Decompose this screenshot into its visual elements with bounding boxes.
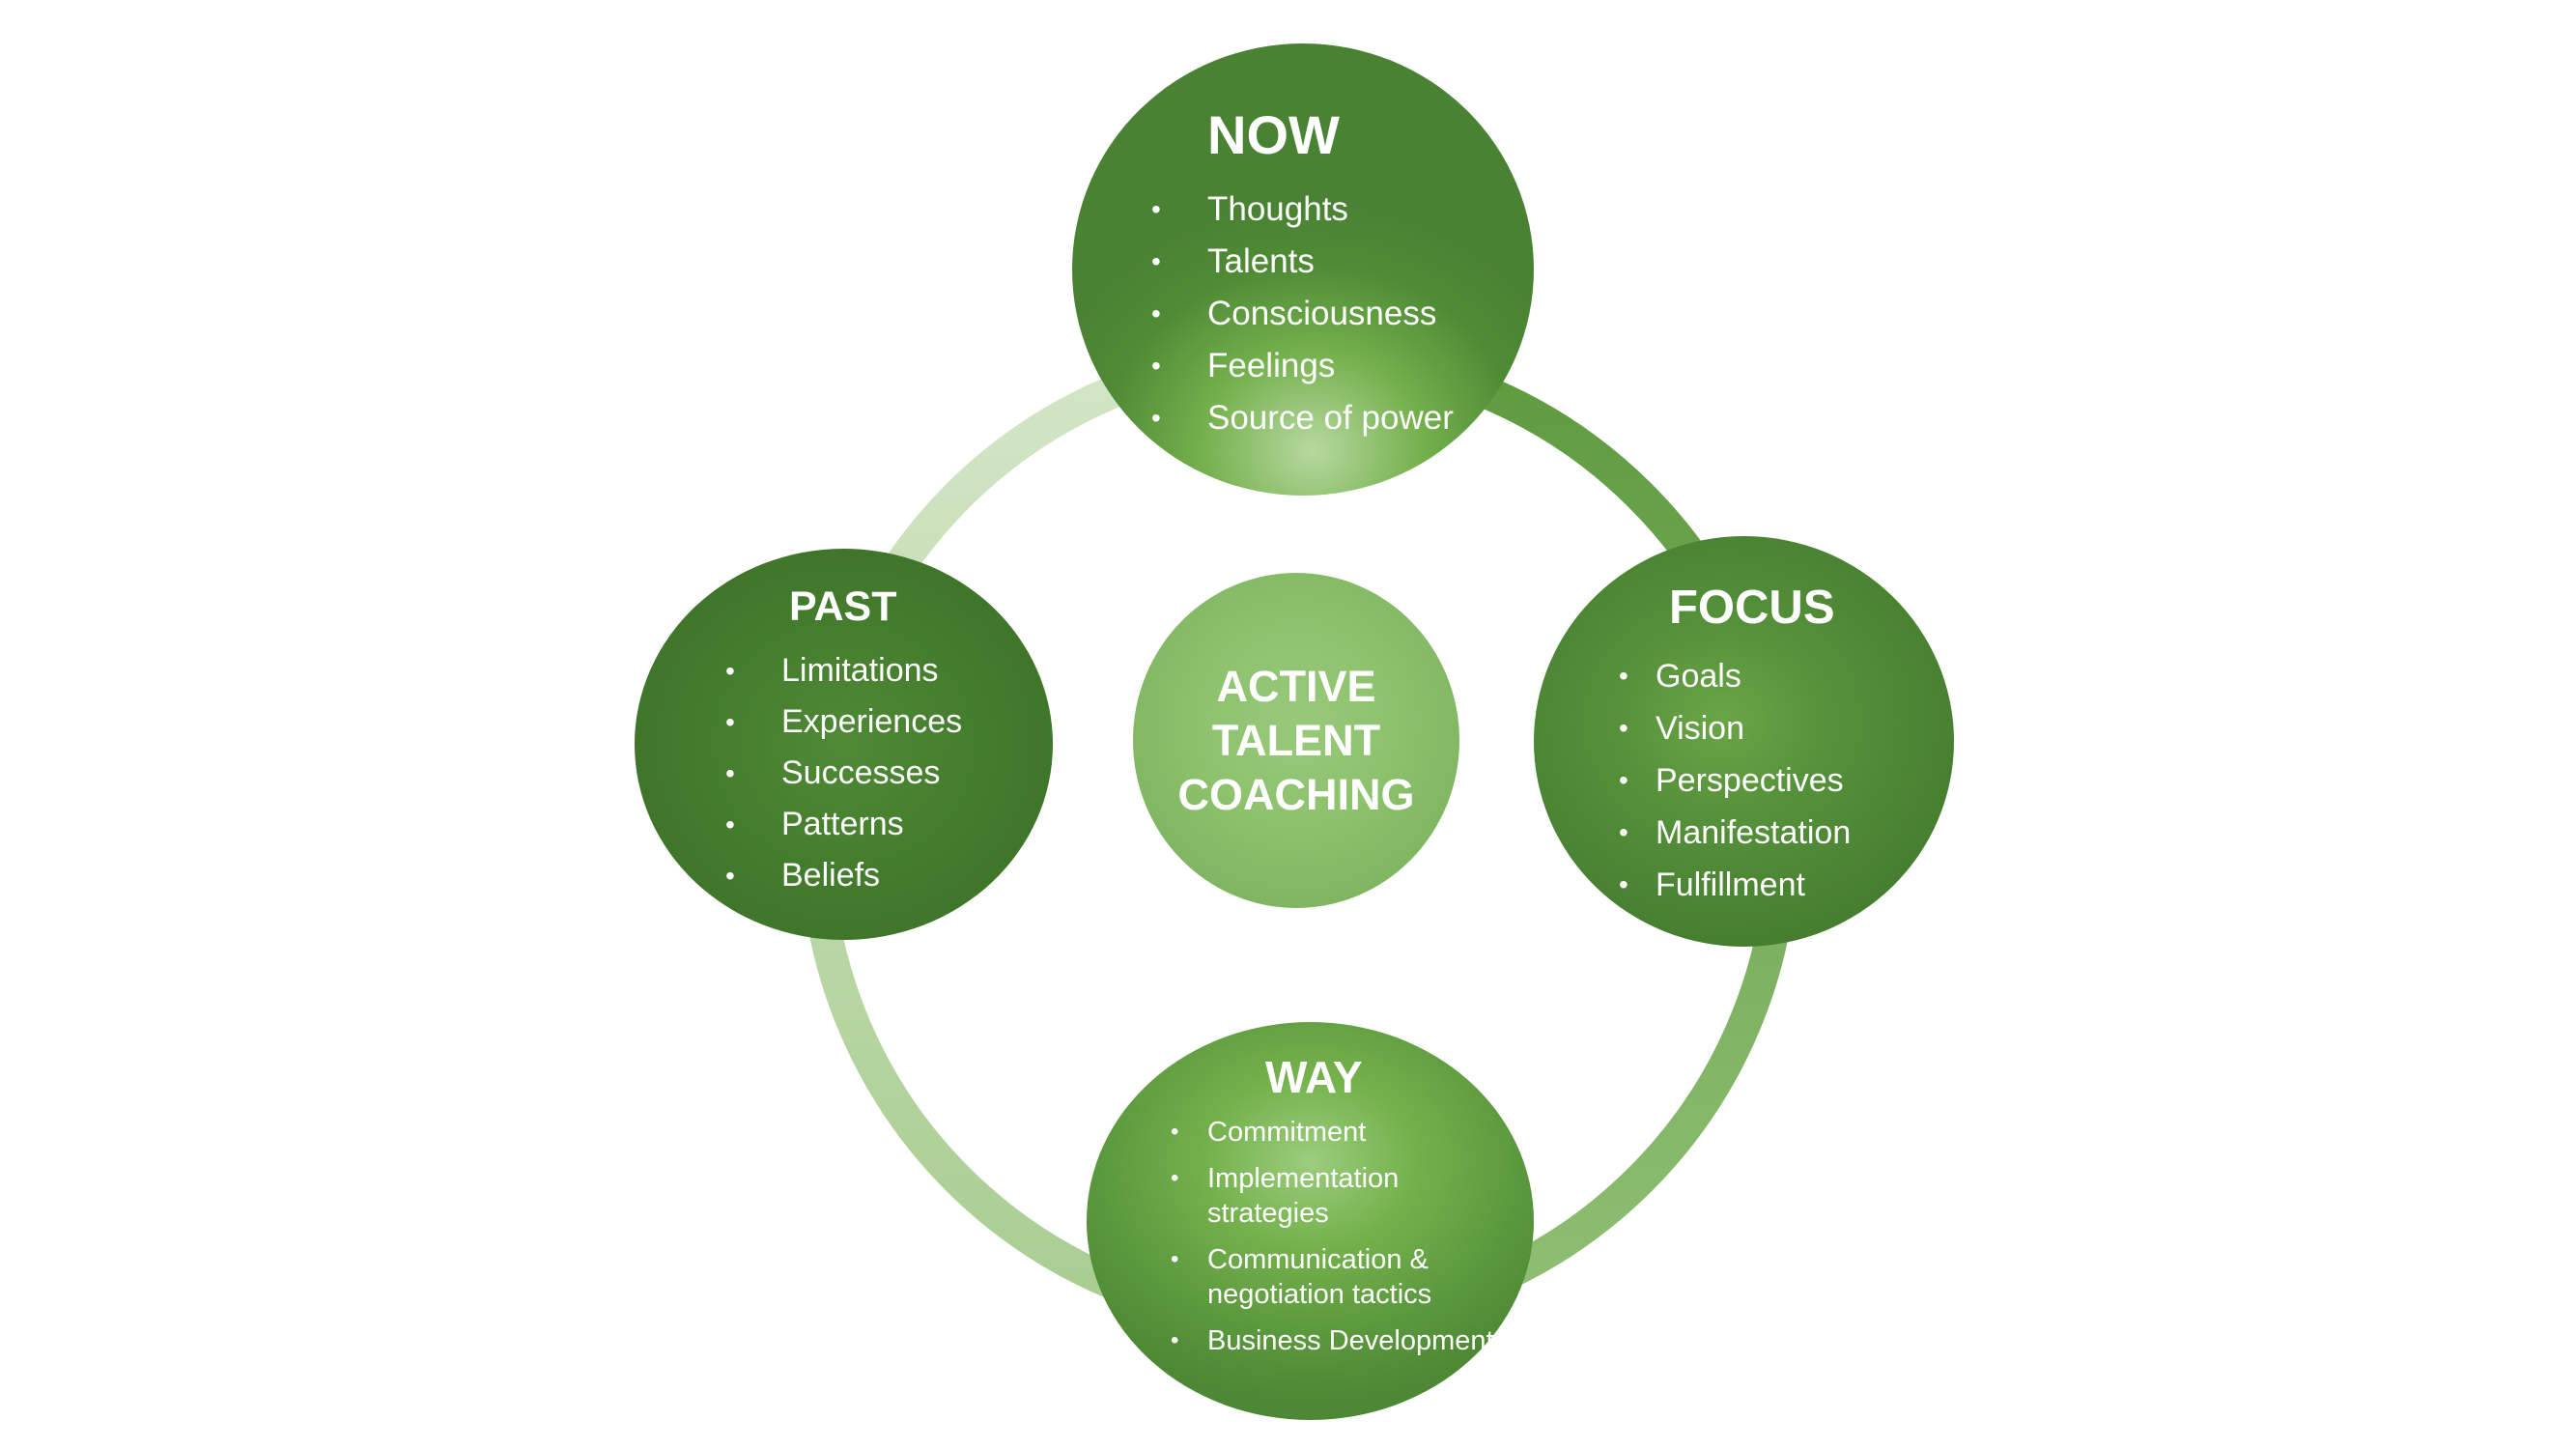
list-item: •Perspectives xyxy=(1619,754,1851,807)
bullet: • xyxy=(1151,351,1161,381)
past-list: •Limitations •Experiences •Successes •Pa… xyxy=(725,645,962,901)
way-list: •Commitment •Implementation strategies •… xyxy=(1171,1115,1497,1370)
list-item: •Successes xyxy=(725,748,962,799)
center-line-1: ACTIVE xyxy=(1216,661,1376,711)
now-circle: NOW •Thoughts •Talents •Consciousness •F… xyxy=(1072,43,1534,496)
focus-title: FOCUS xyxy=(1669,582,1835,634)
list-item: •Consciousness xyxy=(1151,288,1454,340)
list-item: •Implementation strategies xyxy=(1171,1163,1400,1229)
bullet: • xyxy=(1151,194,1161,224)
list-item: •Thoughts xyxy=(1151,184,1454,236)
bullet: • xyxy=(1171,1327,1179,1353)
way-title: WAY xyxy=(1265,1052,1363,1102)
bullet: • xyxy=(1171,1246,1179,1272)
list-item: •Beliefs xyxy=(725,850,962,901)
list-item: •Business Development xyxy=(1171,1325,1494,1356)
center-circle: ACTIVE TALENT COACHING xyxy=(1133,573,1459,908)
list-item: •Goals xyxy=(1619,650,1851,702)
list-item: •Limitations xyxy=(725,645,962,696)
focus-circle: FOCUS •Goals •Vision •Perspectives •Mani… xyxy=(1534,536,1954,947)
way-circle: WAY •Commitment •Implementation strategi… xyxy=(1087,1022,1534,1420)
list-item: •Vision xyxy=(1619,702,1851,754)
past-title: PAST xyxy=(789,583,897,630)
bullet: • xyxy=(725,861,735,891)
focus-list: •Goals •Vision •Perspectives •Manifestat… xyxy=(1619,650,1851,911)
now-list: •Thoughts •Talents •Consciousness •Feeli… xyxy=(1151,184,1454,444)
center-line-2: TALENT xyxy=(1211,715,1381,765)
bullet: • xyxy=(725,707,735,737)
bullet: • xyxy=(1151,246,1161,276)
list-item: •Talents xyxy=(1151,236,1454,288)
list-item: •Feelings xyxy=(1151,340,1454,392)
list-item: •Patterns xyxy=(725,799,962,850)
bullet: • xyxy=(1171,1119,1179,1145)
list-item: •Communication & negotiation tactics xyxy=(1171,1244,1432,1310)
list-item: •Source of power xyxy=(1151,392,1454,444)
bullet: • xyxy=(1151,403,1161,433)
list-item: •Fulfillment xyxy=(1619,859,1851,911)
center-line-3: COACHING xyxy=(1177,769,1415,819)
bullet: • xyxy=(1619,869,1628,899)
bullet: • xyxy=(1619,765,1628,795)
list-item: •Experiences xyxy=(725,696,962,748)
center-label: ACTIVE TALENT COACHING xyxy=(1151,660,1441,822)
bullet: • xyxy=(1619,713,1628,743)
list-item: •Manifestation xyxy=(1619,807,1851,859)
bullet: • xyxy=(725,656,735,686)
list-item: •Commitment xyxy=(1171,1117,1367,1148)
bullet: • xyxy=(725,758,735,788)
bullet: • xyxy=(1151,298,1161,328)
bullet: • xyxy=(1619,661,1628,691)
bullet: • xyxy=(1619,817,1628,847)
past-circle: PAST •Limitations •Experiences •Successe… xyxy=(635,549,1053,940)
bullet: • xyxy=(725,810,735,839)
bullet: • xyxy=(1171,1165,1179,1191)
now-title: NOW xyxy=(1207,104,1340,165)
